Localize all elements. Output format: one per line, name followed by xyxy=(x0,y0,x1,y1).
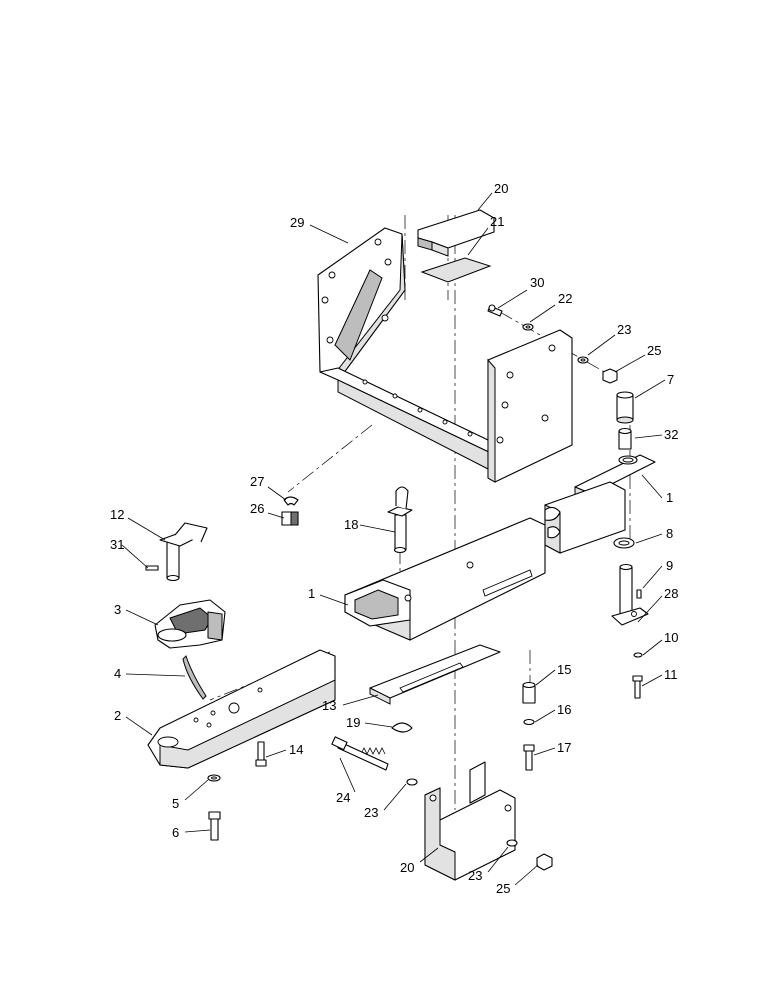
bolt-31 xyxy=(487,304,503,317)
callout-23-bottom: 23 xyxy=(468,868,482,883)
callout-23-lower: 23 xyxy=(364,805,378,820)
callout-29: 31 xyxy=(110,537,124,552)
washer-23-right xyxy=(577,356,589,364)
strap-26 xyxy=(281,511,299,526)
bolt-11 xyxy=(632,675,643,699)
washer-5 xyxy=(207,774,221,782)
nut-25-lower xyxy=(536,853,553,871)
spacer-plate xyxy=(420,257,492,283)
callout-6: 6 xyxy=(172,825,179,840)
washer-16 xyxy=(523,718,535,726)
mounting-frame xyxy=(317,227,573,483)
clip-27 xyxy=(283,496,299,506)
callout-17: 17 xyxy=(557,740,571,755)
callout-3: 3 xyxy=(114,602,121,617)
callout-7: 7 xyxy=(667,372,674,387)
nut-25-upper xyxy=(602,368,618,384)
washer-23-upper xyxy=(522,323,534,331)
callout-9: 9 xyxy=(666,558,673,573)
callout-labels: 20 21 29 30 22 23 25 7 32 1 8 9 28 10 11… xyxy=(110,181,678,896)
bolt-14 xyxy=(255,741,267,767)
washer-10 xyxy=(633,652,643,658)
frame-bolt-holes xyxy=(321,238,556,444)
leader-lines xyxy=(121,192,666,886)
pin-28 xyxy=(611,563,649,626)
hitch-jaw-3 xyxy=(154,599,226,649)
washer-23-bottom xyxy=(506,839,518,847)
top-bracket xyxy=(417,209,495,257)
spring-clip-4 xyxy=(182,655,207,700)
pin-29 xyxy=(145,565,159,571)
callout-12: 12 xyxy=(110,507,124,522)
drawbar-housing xyxy=(344,517,546,641)
spacer-15 xyxy=(522,681,536,704)
bushing-7 xyxy=(616,391,634,424)
washer-8 xyxy=(613,537,635,549)
callout-27: 27 xyxy=(250,474,264,489)
callout-13: 13 xyxy=(322,698,336,713)
callout-1-right: 1 xyxy=(666,490,673,505)
callout-24: 24 xyxy=(336,790,350,805)
hitch-pin-12 xyxy=(159,522,208,582)
callout-25-lower: 25 xyxy=(496,881,510,896)
callout-16: 16 xyxy=(557,702,571,717)
callout-20: 20 xyxy=(400,860,414,875)
callout-5: 5 xyxy=(172,796,179,811)
callout-23-right: 23 xyxy=(617,322,631,337)
callout-10: 10 xyxy=(664,630,678,645)
callout-19: 19 xyxy=(346,715,360,730)
callout-22: 21 xyxy=(490,214,504,229)
callout-23-upper: 22 xyxy=(558,291,572,306)
callout-32: 32 xyxy=(664,427,678,442)
screw-9 xyxy=(636,589,642,599)
callout-14: 14 xyxy=(289,742,303,757)
top-link-tube xyxy=(544,454,656,554)
bolt-17 xyxy=(523,744,535,771)
clip-19 xyxy=(391,722,413,733)
callout-15: 15 xyxy=(557,662,571,677)
callout-26: 26 xyxy=(250,501,264,516)
drawbar-2 xyxy=(147,649,336,769)
callout-25-upper: 25 xyxy=(647,343,661,358)
callout-21: 20 xyxy=(494,181,508,196)
handle-pin-18 xyxy=(387,486,413,554)
bushing-32 xyxy=(618,427,632,450)
u-bracket-20 xyxy=(424,761,516,881)
bolt-6 xyxy=(208,811,221,841)
callout-8: 8 xyxy=(666,526,673,541)
callout-1-center: 1 xyxy=(308,586,315,601)
washer-23-lower xyxy=(406,778,418,786)
callout-31: 30 xyxy=(530,275,544,290)
callout-11: 11 xyxy=(664,667,678,682)
callout-4: 4 xyxy=(114,666,121,681)
callout-30: 29 xyxy=(290,215,304,230)
long-bolt-24 xyxy=(331,736,389,771)
callout-18: 18 xyxy=(344,517,358,532)
callout-2: 2 xyxy=(114,708,121,723)
callout-28: 28 xyxy=(664,586,678,601)
slotted-plate-13 xyxy=(369,644,501,705)
